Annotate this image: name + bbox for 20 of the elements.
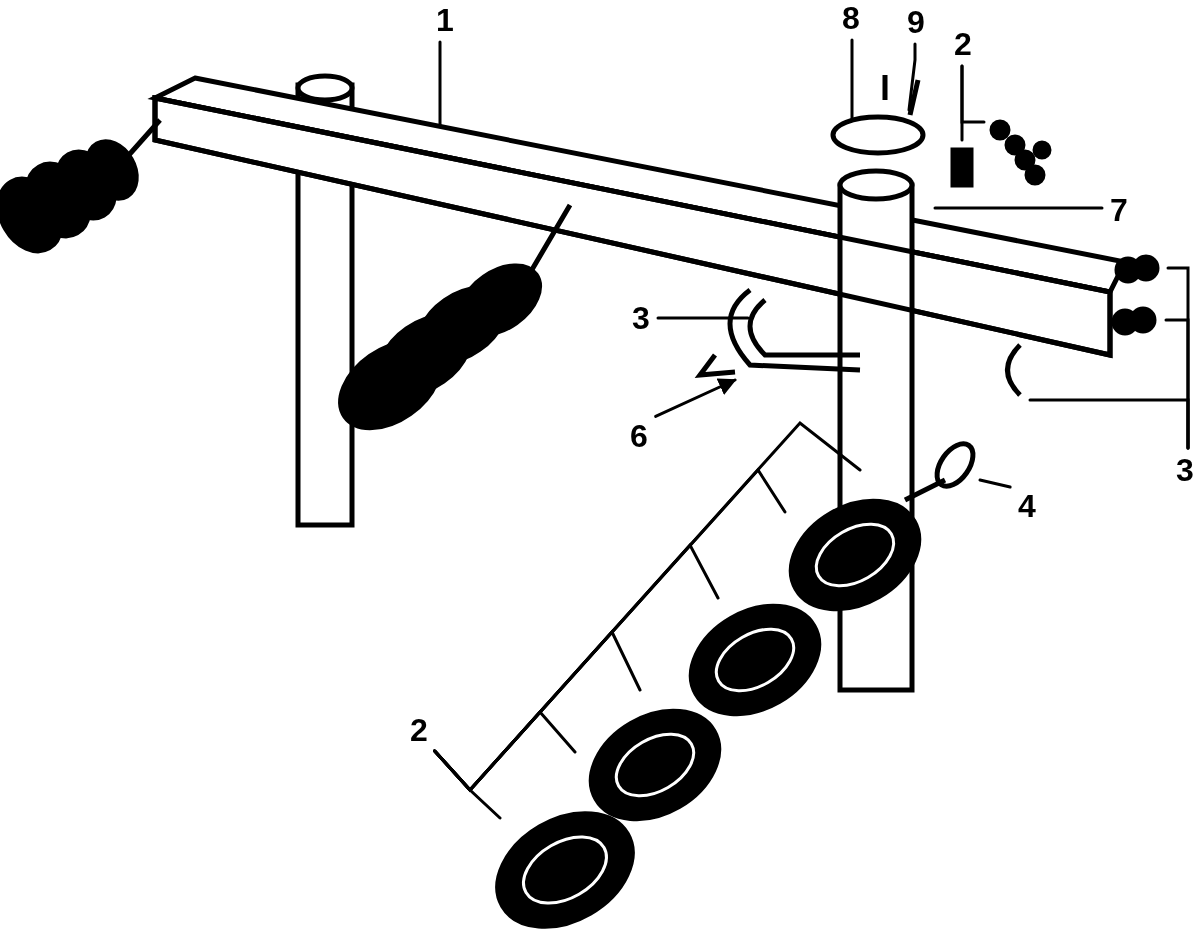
leader-line — [978, 478, 1012, 489]
leader-line — [1028, 398, 1190, 450]
callout-number: 2 — [406, 712, 432, 748]
leader-line — [654, 378, 737, 418]
callout-number: 6 — [626, 418, 652, 454]
callout-number: 7 — [1106, 192, 1132, 228]
leader-line — [850, 38, 854, 120]
leader-line — [960, 64, 964, 142]
leader-line — [656, 316, 750, 320]
callout-number: 9 — [903, 4, 929, 40]
leader-line — [438, 40, 442, 128]
leader-line — [907, 42, 917, 112]
callout-number: 3 — [628, 300, 654, 336]
callout-number: 8 — [838, 0, 864, 36]
callout-number: 1 — [432, 2, 458, 38]
leader-line — [433, 420, 862, 793]
callout-number: 3 — [1172, 452, 1198, 488]
callout-number: 2 — [950, 26, 976, 62]
leader-line — [933, 206, 1104, 210]
callout-number: 4 — [1014, 488, 1040, 524]
